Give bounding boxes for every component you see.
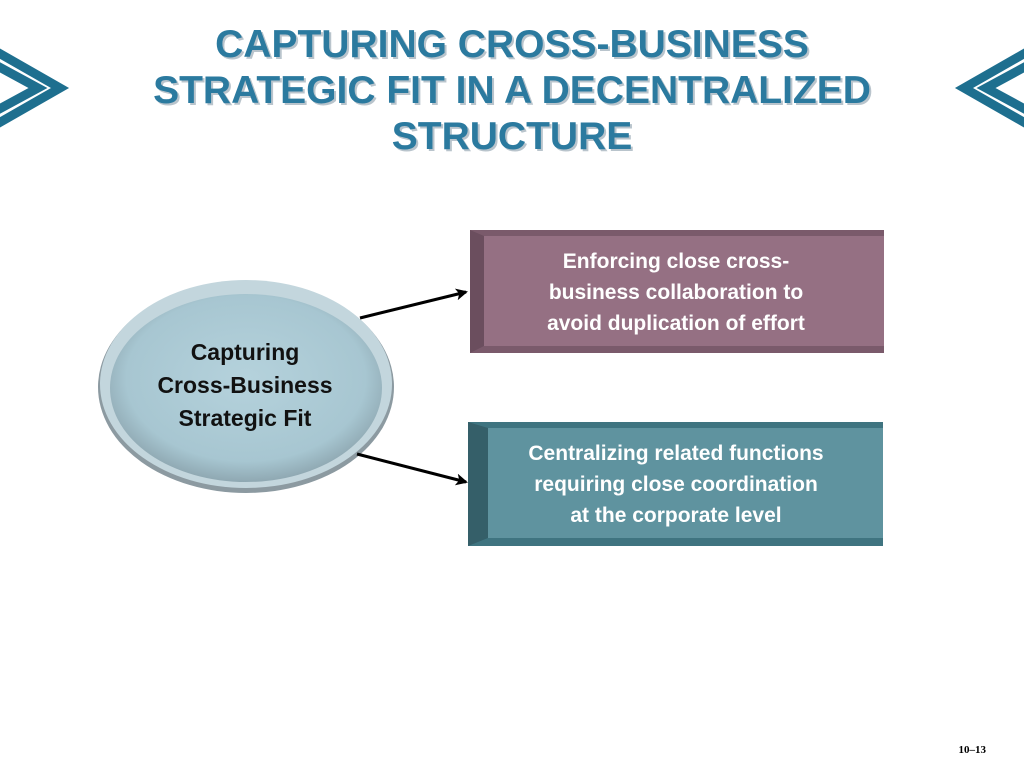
title-line-1: CAPTURING CROSS-BUSINESS (215, 23, 809, 66)
page-number: 10–13 (958, 744, 987, 756)
outcome-centralizing-line-2: requiring close coordination (534, 473, 818, 496)
center-node-line-2: Cross-Business (157, 372, 333, 398)
center-node-line-1: Capturing (190, 339, 300, 365)
double-chevron-right-icon (0, 48, 70, 128)
outcome-centralizing-label: Centralizing related functions requiring… (476, 438, 876, 531)
arrow-to-collaboration (359, 288, 468, 320)
center-node-label: Capturing Cross-Business Strategic Fit (120, 336, 370, 435)
outcome-centralizing-line-1: Centralizing related functions (528, 442, 824, 465)
outcome-box-collaboration (470, 230, 884, 353)
title-line-3: STRUCTURE (391, 115, 633, 158)
outcome-collaboration-line-1: Enforcing close cross- (562, 250, 790, 273)
outcome-box-centralizing (468, 422, 883, 546)
outcome-collaboration-line-3: avoid duplication of effort (547, 312, 805, 335)
arrow-to-centralizing (356, 452, 468, 486)
slide-title: CAPTURING CROSS-BUSINESS STRATEGIC FIT I… (60, 22, 964, 160)
title-line-2: STRATEGIC FIT IN A DECENTRALIZED (153, 69, 871, 112)
center-node (98, 280, 394, 493)
outcome-collaboration-label: Enforcing close cross- business collabor… (476, 246, 876, 339)
center-node-line-3: Strategic Fit (178, 405, 312, 431)
outcome-centralizing-line-3: at the corporate level (570, 504, 782, 527)
double-chevron-left-icon (954, 48, 1024, 128)
outcome-collaboration-line-2: business collaboration to (548, 281, 804, 304)
